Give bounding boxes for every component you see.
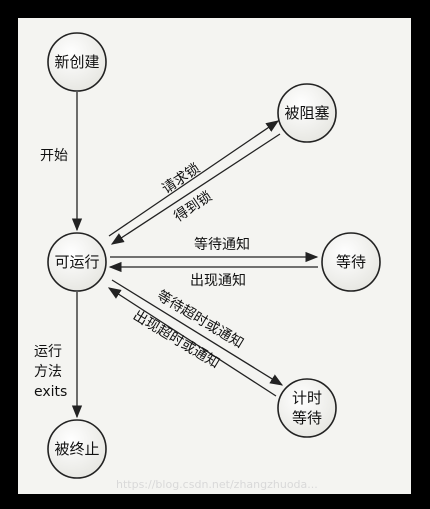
state-waiting-label: 等待	[336, 253, 366, 271]
edge-request-lock-label: 请求锁	[159, 161, 203, 198]
edge-wait-timeout-arrow	[111, 279, 284, 386]
edge-timeout-notify-appears-arrow	[107, 287, 277, 397]
edge-run-method-label-2: 方法	[34, 364, 62, 380]
state-timed-waiting-label-2: 等待	[292, 409, 322, 427]
edge-acquire-lock-arrow	[110, 133, 281, 245]
state-terminated-label: 被终止	[54, 440, 99, 458]
diagram-frame: 新创建 可运行 被阻塞 等待 计时 等待 被终止 开始 请求锁 得到锁 等待通知…	[18, 18, 411, 494]
state-blocked: 被阻塞	[277, 83, 337, 143]
edge-run-method-label-3: exits	[34, 384, 67, 400]
state-timed-waiting-label-1: 计时	[292, 389, 322, 407]
state-diagram: 新创建 可运行 被阻塞 等待 计时 等待 被终止 开始 请求锁 得到锁 等待通知…	[34, 32, 381, 491]
edge-acquire-lock-label: 得到锁	[171, 188, 215, 226]
state-waiting: 等待	[321, 232, 381, 292]
state-terminated: 被终止	[47, 419, 107, 479]
state-new-label: 新创建	[54, 53, 99, 71]
state-blocked-label: 被阻塞	[284, 104, 329, 122]
edge-request-lock-arrow	[108, 120, 280, 237]
state-runnable-label: 可运行	[54, 253, 99, 271]
state-runnable: 可运行	[47, 232, 107, 292]
edge-run-method-label-1: 运行	[34, 344, 62, 360]
edge-notify-appears-label: 出现通知	[190, 272, 246, 289]
edge-start-label: 开始	[40, 148, 68, 164]
edge-wait-notify-label: 等待通知	[194, 236, 250, 253]
state-new: 新创建	[47, 32, 107, 92]
watermark: https://blog.csdn.net/zhangzhuoda...	[116, 478, 318, 491]
state-timed-waiting: 计时 等待	[277, 378, 337, 438]
